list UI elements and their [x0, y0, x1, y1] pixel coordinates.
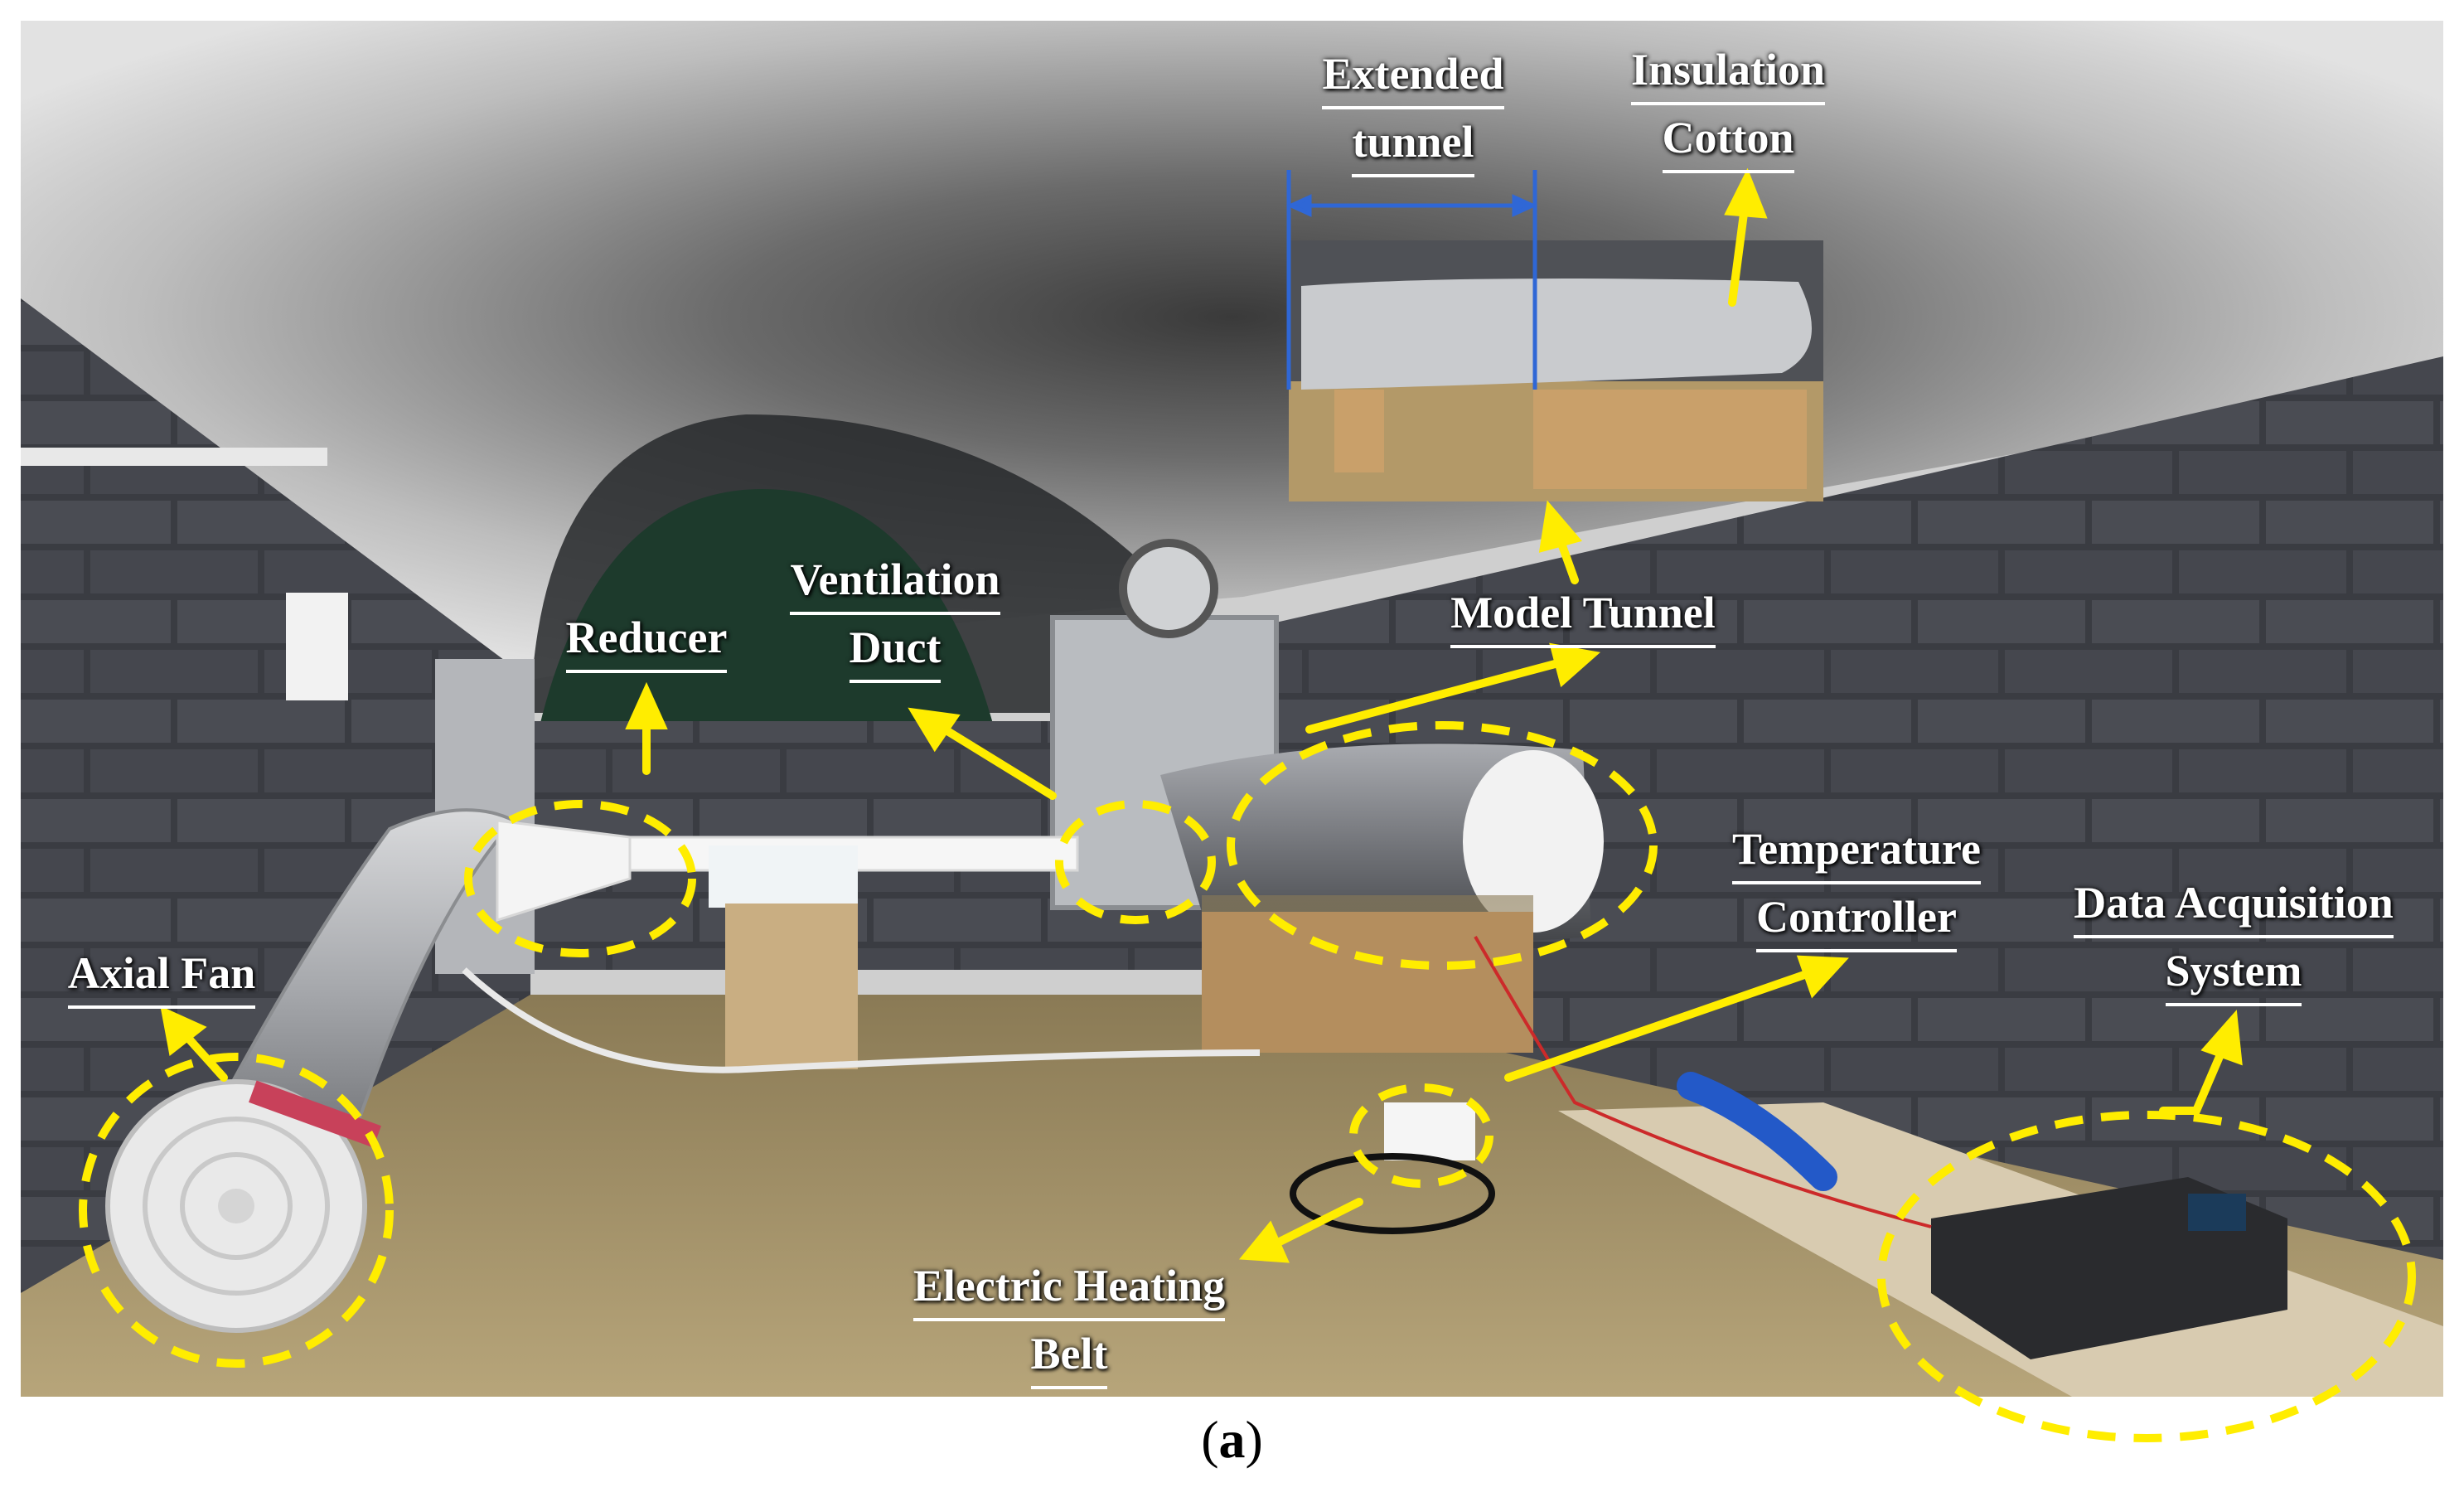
label-data-acquisition-system: Data Acquisition System [2035, 870, 2433, 1006]
foam-block [709, 845, 858, 908]
inset-extended-tunnel-photo [1289, 240, 1823, 501]
axial-fan-grille-1 [143, 1117, 330, 1296]
cable-coil [1290, 1153, 1495, 1234]
label-ventilation-duct: Ventilation Duct [762, 547, 1028, 683]
wall-conduit [21, 448, 327, 466]
callout-ellipses [79, 721, 2416, 1442]
wall-box [286, 593, 348, 700]
figure-caption: (a) [1201, 1410, 1263, 1469]
right-wall [1243, 356, 2443, 1260]
left-wall [21, 298, 530, 1293]
model-tunnel-callout [1227, 721, 1658, 970]
red-wires [1474, 935, 1932, 1228]
axial-fan-grille-3 [218, 1189, 254, 1223]
label-temperature-controller: Temperature Controller [1699, 816, 2014, 952]
back-fan [1119, 539, 1218, 638]
caption-letter: a [1218, 1410, 1246, 1469]
wood-stand-front [1202, 912, 1533, 1053]
axial-fan-grille-2 [180, 1152, 293, 1260]
label-model-tunnel: Model Tunnel [1409, 580, 1757, 648]
floor [21, 995, 2443, 1397]
temperature-controller-callout [1349, 1083, 1493, 1188]
label-reducer: Reducer [543, 605, 750, 673]
label-insulation-cotton: Insulation Cotton [1604, 37, 1852, 173]
back-curtain [539, 489, 995, 729]
reducer-callout [464, 800, 696, 957]
data-acquisition-callout [1877, 1111, 2416, 1442]
device-screen [2188, 1194, 2246, 1231]
callout-arrows [160, 167, 2243, 1263]
floor-cable [462, 967, 1261, 1073]
temperature-controller-box [1384, 1102, 1475, 1160]
label-axial-fan: Axial Fan [41, 941, 282, 1009]
blue-coil [1677, 1072, 1837, 1191]
label-electric-heating-belt: Electric Heating Belt [866, 1253, 1272, 1389]
reducer-cone [496, 819, 632, 923]
axial-fan-callout [79, 1053, 394, 1368]
label-extended-tunnel: Extended tunnel [1293, 41, 1533, 177]
fan-red-band [249, 1080, 381, 1148]
model-tunnel-end [1463, 750, 1604, 933]
cardboard-box [725, 904, 858, 1069]
ventilation-duct-callout [1055, 800, 1216, 924]
extended-tunnel-bracket [1285, 170, 1538, 390]
flexible-duct [187, 808, 517, 1163]
